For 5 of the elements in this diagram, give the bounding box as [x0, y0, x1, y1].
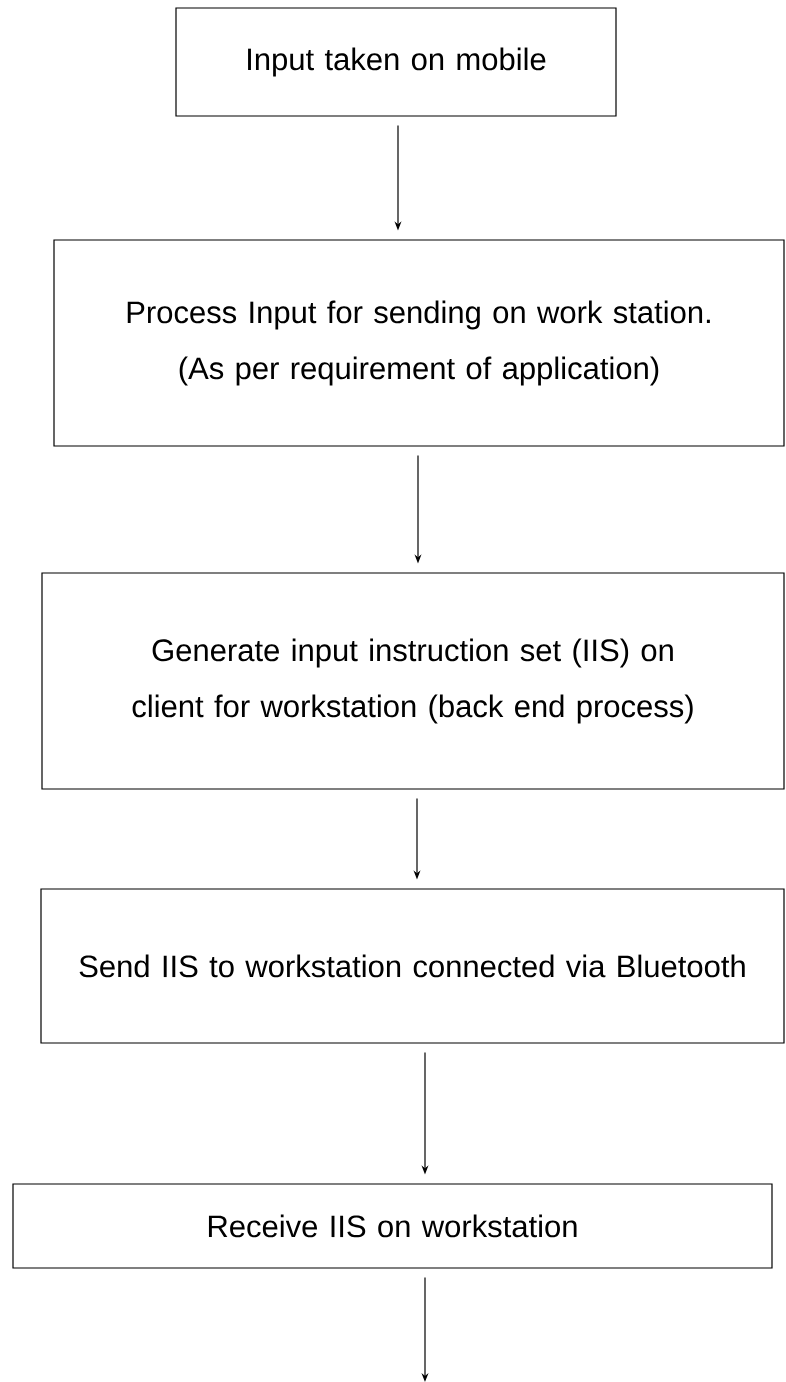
process-box: Send IIS to workstation connected via Bluetooth [40, 888, 785, 1044]
process-box: Process Input for sending on work station. (As per requirement of application) [53, 239, 785, 447]
process-box: Generate input instruction set (IIS) on client for workstation (back end process) [41, 572, 785, 790]
process-box: Receive IIS on workstation [12, 1183, 773, 1269]
process-box: Input taken on mobile [175, 7, 617, 117]
